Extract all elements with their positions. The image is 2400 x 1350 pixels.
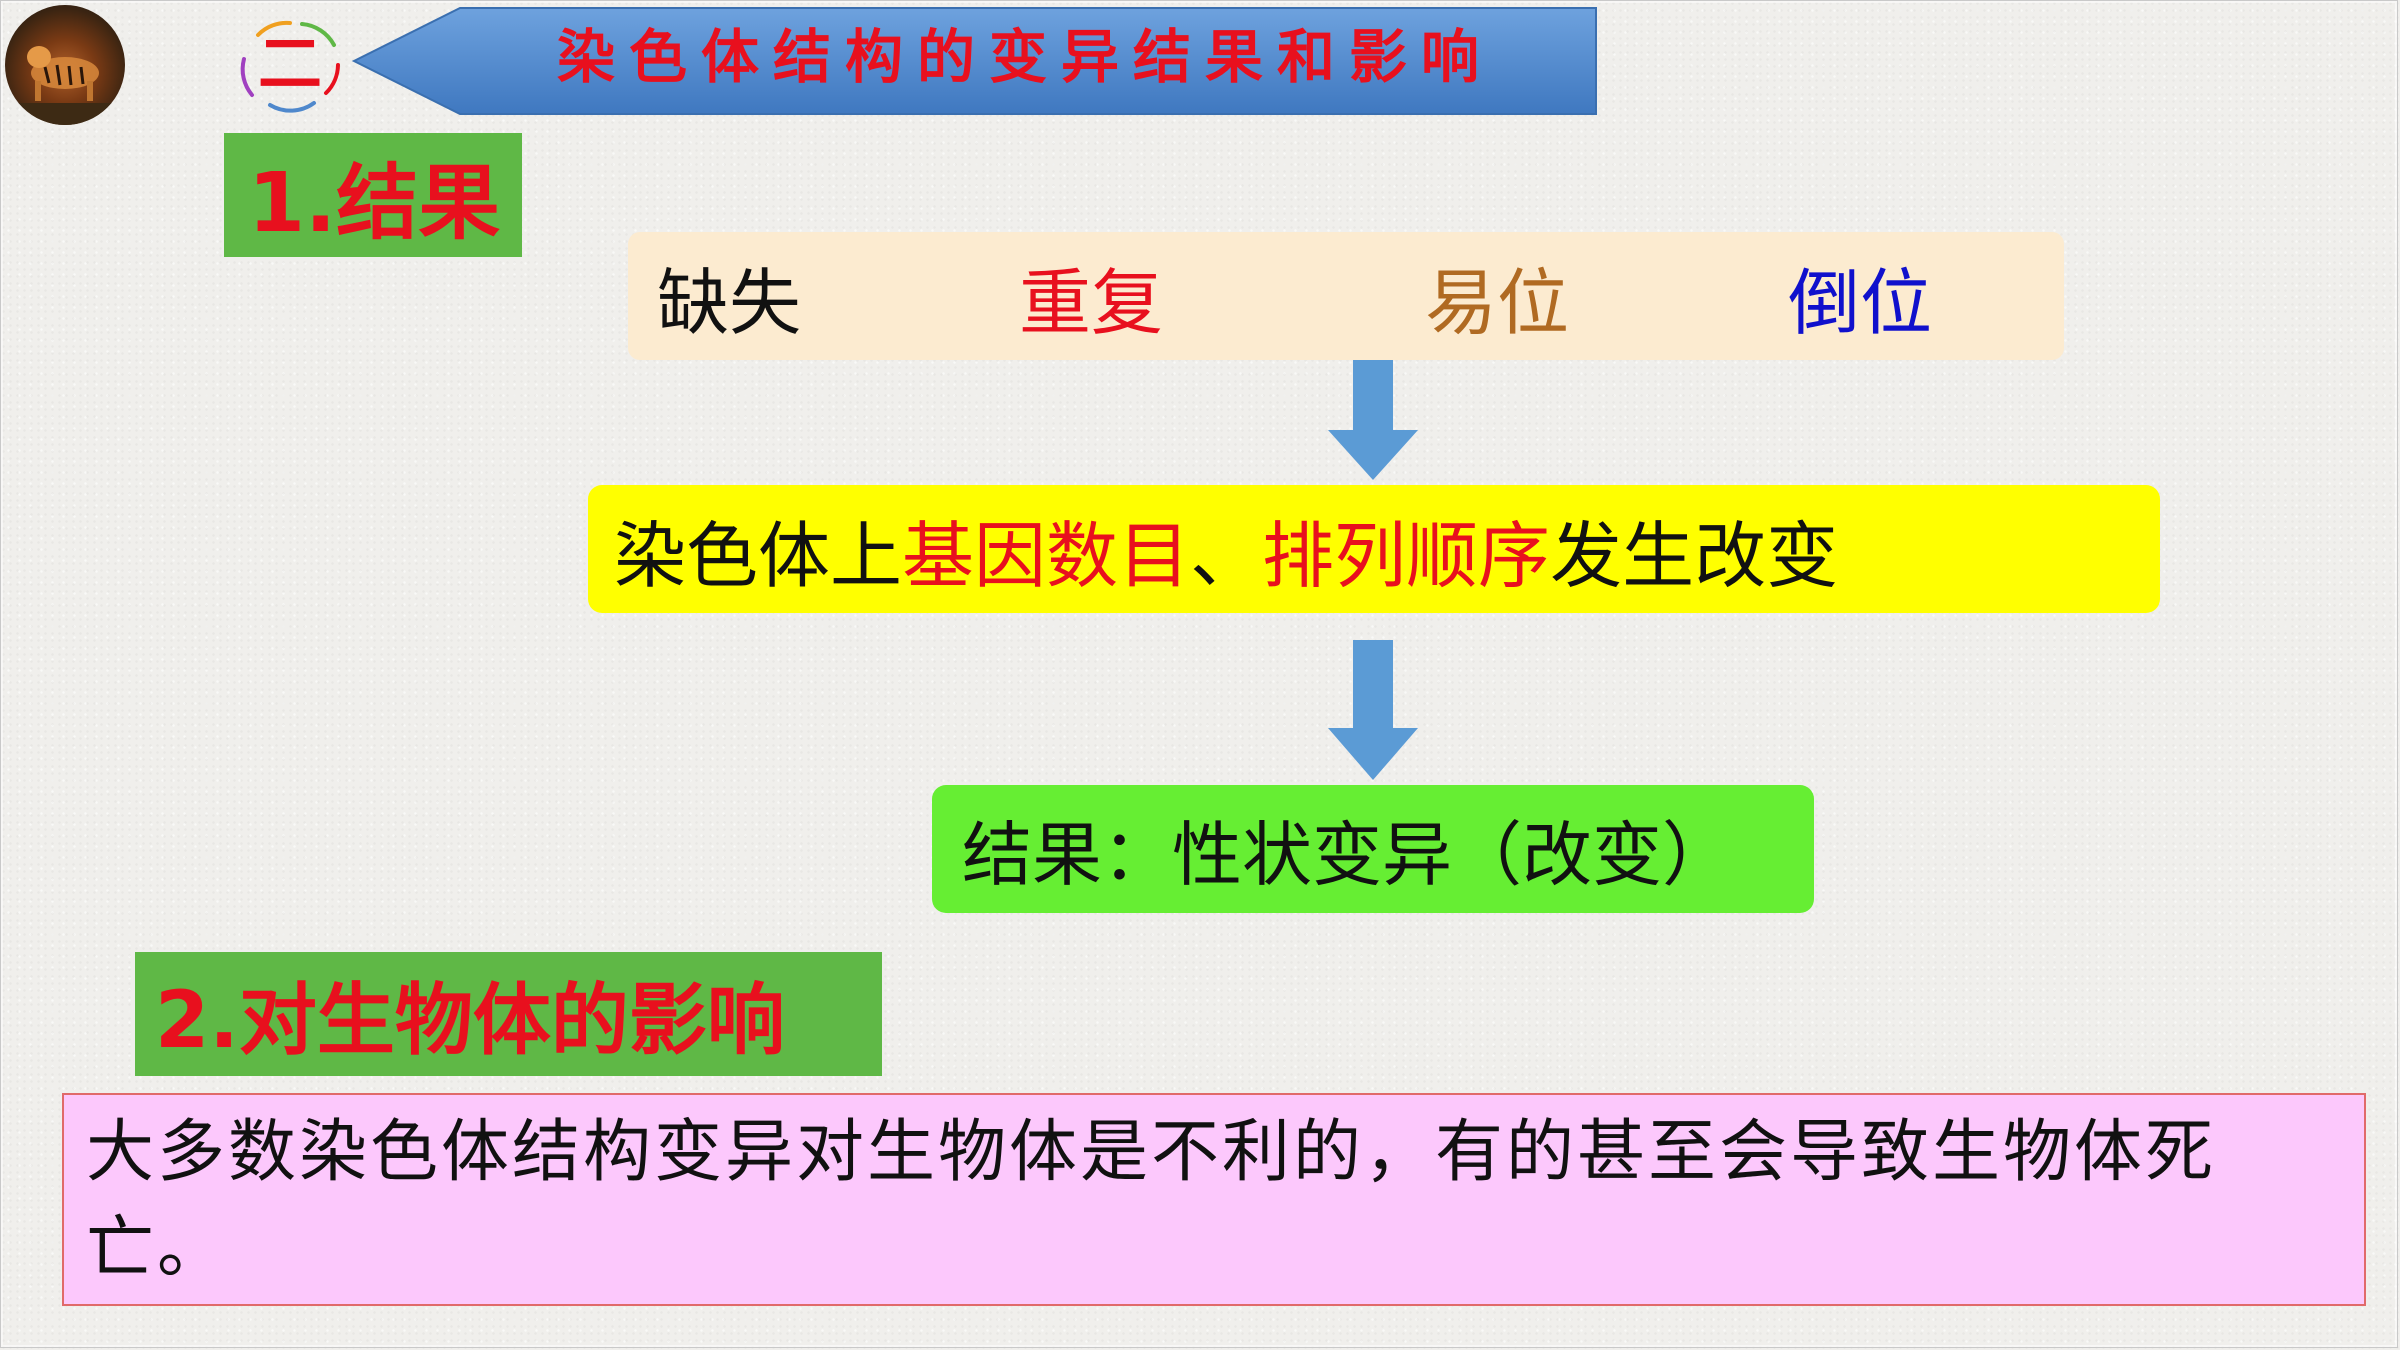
type-inversion: 倒位 (1788, 260, 1933, 345)
effect-text-5: 发生改变 (1550, 513, 1839, 598)
page-title: 染色体结构的变异结果和影响 (556, 23, 1493, 91)
section2-heading: 2.对生物体的影响 (135, 952, 882, 1076)
effect-text-1: 染色体上 (614, 513, 903, 598)
type-deletion: 缺失 (657, 260, 802, 345)
type-duplication: 重复 (1019, 260, 1164, 345)
down-arrow-icon (1328, 360, 1418, 480)
logo-tiger-image (5, 5, 125, 125)
section1-heading: 1.结果 (224, 133, 522, 257)
down-arrow-icon (1328, 640, 1418, 780)
type-translocation: 易位 (1425, 260, 1570, 345)
title-banner-arrow-shape (351, 7, 1597, 115)
effect-text-order: 排列顺序 (1262, 513, 1551, 598)
section-number-badge: 二 (230, 15, 350, 115)
effect-box: 染色体上基因数目、排列顺序发生改变 (588, 485, 2160, 613)
section-number: 二 (258, 28, 322, 102)
result-box: 结果：性状变异（改变） (932, 785, 1814, 913)
effect-text-gene-number: 基因数目 (902, 513, 1191, 598)
impact-text-box: 大多数染色体结构变异对生物体是不利的，有的甚至会导致生物体死亡。 (62, 1093, 2366, 1306)
effect-text-comma: 、 (1190, 513, 1263, 598)
variation-types-box (628, 232, 2064, 360)
